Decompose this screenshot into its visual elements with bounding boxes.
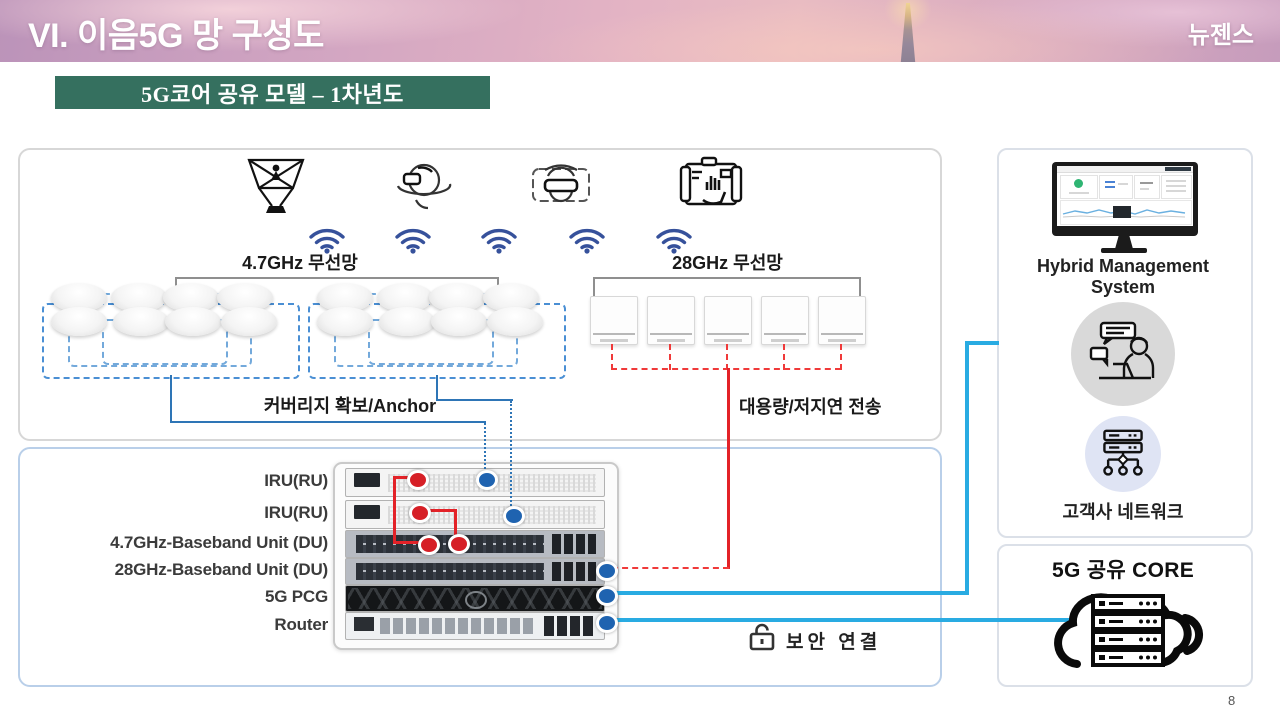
wifi-icon <box>309 228 345 254</box>
port-dot-blue <box>596 613 618 633</box>
rack-unit-du-28 <box>345 558 605 585</box>
band-4-7ghz-label: 4.7GHz 무선망 <box>242 253 358 273</box>
rack-label-iru-1: IRU(RU) <box>264 471 328 490</box>
wifi-icon <box>481 228 517 254</box>
port-dot-blue <box>503 506 525 526</box>
section-badge: 5G코어 공유 모델 – 1차년도 <box>55 76 490 109</box>
bracket-47 <box>175 277 499 279</box>
antenna-drop-line <box>611 344 613 370</box>
mmwave-backhaul-line <box>727 368 730 569</box>
cloud-servers-icon <box>1054 593 1204 668</box>
ap-cluster-2 <box>308 283 566 379</box>
wifi-icon <box>656 228 692 254</box>
pcg-to-hybrid-line <box>965 341 969 595</box>
rack-label-router: Router <box>274 615 328 634</box>
rack-label-iru-2: IRU(RU) <box>264 503 328 522</box>
rack-unit-iru-1 <box>345 468 605 497</box>
rack-unit-router <box>345 612 605 640</box>
pcg-to-hybrid-line <box>965 341 999 345</box>
rack-label-du-28: 28GHz-Baseband Unit (DU) <box>114 560 329 579</box>
header-banner: VI. 이음5G 망 구성도 뉴젠스 <box>0 0 1280 62</box>
monitor-stand <box>1115 236 1133 249</box>
coverage-label: 커버리지 확보/Anchor <box>263 396 437 416</box>
secure-connection-label: 보안 연결 <box>786 632 882 653</box>
jumper-iru1-du <box>393 541 428 544</box>
port-dot-red <box>407 470 429 490</box>
operator-circle <box>1071 302 1175 406</box>
rack-label-pcg: 5G PCG <box>264 587 328 606</box>
operator-chat-icon <box>1089 321 1155 380</box>
rack-unit-iru-2 <box>345 500 605 529</box>
link-cluster1-line <box>170 375 172 422</box>
mmwave-antenna <box>704 296 752 345</box>
vr-headset-user-icon <box>396 163 452 210</box>
jumper-iru2-du <box>417 509 457 512</box>
bracket-28 <box>593 277 861 279</box>
mmwave-antenna <box>818 296 866 345</box>
access-point <box>431 307 487 336</box>
rack-label-du-47: 4.7GHz-Baseband Unit (DU) <box>110 533 328 552</box>
padlock-icon <box>749 623 775 651</box>
monitor-base <box>1101 248 1147 253</box>
port-dot-red <box>448 534 470 554</box>
antenna-drop-line <box>726 344 728 370</box>
link-cluster2-line <box>436 399 513 401</box>
access-point <box>165 307 221 336</box>
access-point <box>221 307 277 336</box>
hybrid-title: Hybrid Management System <box>1036 256 1210 297</box>
port-dot-red <box>418 535 440 555</box>
ar-headset-user-icon <box>532 164 590 203</box>
port-dot-blue <box>596 561 618 581</box>
company-logo: 뉴젠스 <box>1187 22 1254 49</box>
pcg-to-hybrid-line <box>610 591 969 595</box>
mmwave-antenna <box>647 296 695 345</box>
core-title: 5G 공유 CORE <box>1052 559 1194 582</box>
rack-unit-du-47 <box>345 530 605 558</box>
router-to-core-line <box>610 618 1090 622</box>
hologram-display-icon <box>247 158 305 213</box>
ap-cluster-1 <box>42 283 300 379</box>
access-point <box>113 307 169 336</box>
mmwave-backhaul-line <box>612 567 729 569</box>
customer-network-label: 고객사 네트워크 <box>1062 502 1184 522</box>
mmwave-antenna <box>590 296 638 345</box>
antenna-drop-line <box>669 344 671 370</box>
page-number: 8 <box>1228 693 1236 708</box>
antenna-drop-line <box>783 344 785 370</box>
access-point <box>379 307 435 336</box>
link-cluster1-line <box>170 421 486 423</box>
link-cluster1-drop <box>484 423 486 473</box>
port-dot-red <box>409 503 431 523</box>
antenna-bus-line <box>611 368 841 370</box>
antenna-drop-line <box>840 344 842 370</box>
capacity-label: 대용량/저지연 전송 <box>739 397 882 417</box>
wifi-icon <box>395 228 431 254</box>
link-cluster2-drop <box>510 401 512 509</box>
management-monitor <box>1052 162 1198 236</box>
access-point <box>487 307 543 336</box>
bracket-28-leg <box>593 277 595 296</box>
dashboard-screen <box>1057 166 1193 226</box>
wifi-icon <box>569 228 605 254</box>
rack-unit-pcg <box>345 585 605 612</box>
jumper-iru2-du <box>454 509 457 543</box>
jumper-iru1-du <box>393 476 417 479</box>
link-cluster2-line <box>436 375 438 401</box>
bracket-28-leg <box>859 277 861 296</box>
tablet-touch-icon <box>679 156 743 206</box>
mmwave-antenna <box>761 296 809 345</box>
network-nodes-icon <box>1103 429 1143 476</box>
customer-network-circle <box>1085 416 1161 492</box>
port-dot-blue <box>476 470 498 490</box>
access-point <box>51 307 107 336</box>
page-title: VI. 이음5G 망 구성도 <box>28 17 324 55</box>
access-point <box>317 307 373 336</box>
port-dot-blue <box>596 586 618 606</box>
jumper-iru1-du <box>393 476 396 544</box>
band-28ghz-label: 28GHz 무선망 <box>672 253 783 273</box>
